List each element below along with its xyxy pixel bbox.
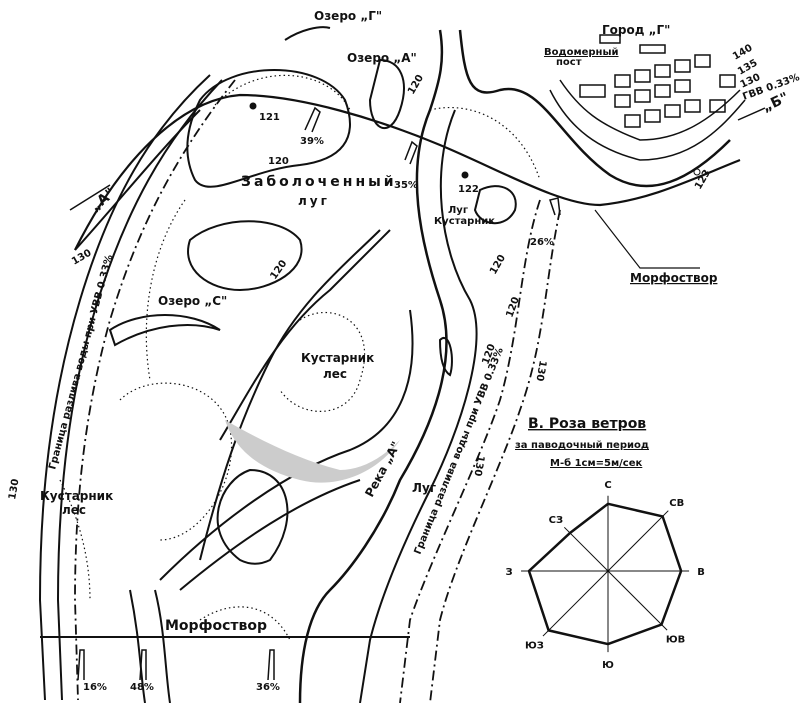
flow-percentage: 36% — [256, 682, 280, 693]
river-channel — [129, 29, 731, 703]
wind-rose-direction-label: В — [697, 567, 705, 578]
wind-rose-direction-label: С — [604, 480, 611, 491]
wind-rose-direction-label: ЮВ — [666, 635, 685, 646]
wind-rose-direction-label: З — [505, 567, 512, 578]
gauge-post-label: Водомерный — [544, 47, 619, 58]
wind-rose-direction-label: СВ — [669, 498, 684, 509]
contour-label: 120 — [504, 296, 521, 319]
meadow-label: Луг — [412, 481, 436, 495]
wind-rose-legend: В. Роза ветров за паводочный период М-б … — [505, 416, 704, 671]
contour-label: 120 — [488, 253, 508, 277]
flow-percentage: 48% — [130, 682, 154, 693]
wind-rose-scale: М-б 1см=5м/сек — [550, 457, 642, 469]
wind-rose-direction-label: Ю — [602, 660, 614, 671]
swamp-contours — [108, 26, 517, 565]
wind-rose-subtitle: за паводочный период — [515, 440, 649, 451]
wind-rose-direction-label: ЮЗ — [525, 641, 544, 652]
morphostvor-leader — [594, 209, 700, 269]
contour-label: 130 — [70, 248, 94, 268]
flow-percentage: 35% — [394, 180, 418, 191]
shrub-forest-center-label-2: лес — [323, 367, 347, 381]
swamp-meadow-label-2: луг — [298, 194, 330, 208]
wind-rose: С СВ В ЮВ Ю ЮЗ З СЗ — [505, 480, 704, 671]
lake-a-label: Озеро „А" — [347, 51, 417, 65]
shrub-forest-left-label: Кустарник — [40, 489, 113, 503]
flow-percentage: 26% — [530, 237, 554, 248]
wind-rose-axis — [563, 526, 609, 572]
flow-percentage: 39% — [300, 136, 324, 147]
shrub-forest-center-label: Кустарник — [301, 351, 374, 365]
meadow-shrub-label: Луг — [448, 205, 468, 216]
shrub-forest-left-label-2: лес — [62, 503, 86, 517]
contour-label: 130 — [533, 359, 547, 382]
sand-bar — [225, 420, 400, 483]
contour-label: 130 — [7, 478, 21, 501]
contour-label: 120 — [268, 258, 289, 281]
morphostvor-top-label: Морфоствор — [630, 271, 718, 285]
wind-rose-axis — [607, 570, 668, 631]
flood-boundary-right-label: Граница разлива воды при УВВ 0.33% — [413, 346, 506, 556]
contour-label: 130 — [471, 454, 485, 477]
meadow-shrub-label-2: Кустарник — [434, 216, 495, 227]
flow-arrows — [77, 106, 561, 681]
contour-label: 120 — [406, 73, 426, 97]
wind-rose-title: В. Роза ветров — [528, 416, 646, 432]
elevation-label: 122 — [458, 184, 479, 195]
wind-rose-axis — [607, 510, 669, 572]
flood-boundary-left-label: Граница разлива воды при УВВ 0.33% — [47, 254, 115, 471]
city-blocks — [549, 34, 746, 161]
wind-rose-direction-label: СЗ — [549, 515, 563, 526]
swamp-meadow-label: Заболоченный — [241, 174, 397, 190]
lake-g-label: Озеро „Г" — [314, 9, 382, 23]
elevation-point-marker — [461, 171, 469, 179]
lake-s-label: Озеро „С" — [158, 294, 227, 308]
section-line-a-b — [69, 93, 766, 251]
wind-rose-polygon — [527, 502, 683, 646]
contour-label: 120 — [268, 156, 289, 167]
morphostvor-bottom-label: Морфоствор — [165, 618, 267, 634]
flow-percentage: 16% — [83, 682, 107, 693]
city-label: Город „Г" — [602, 23, 670, 37]
wind-rose-axis — [542, 570, 609, 637]
elevation-label: 121 — [259, 112, 280, 123]
elevation-point-marker — [693, 168, 701, 176]
elevation-point-marker — [249, 102, 257, 110]
gauge-post-label-2: пост — [556, 57, 582, 68]
